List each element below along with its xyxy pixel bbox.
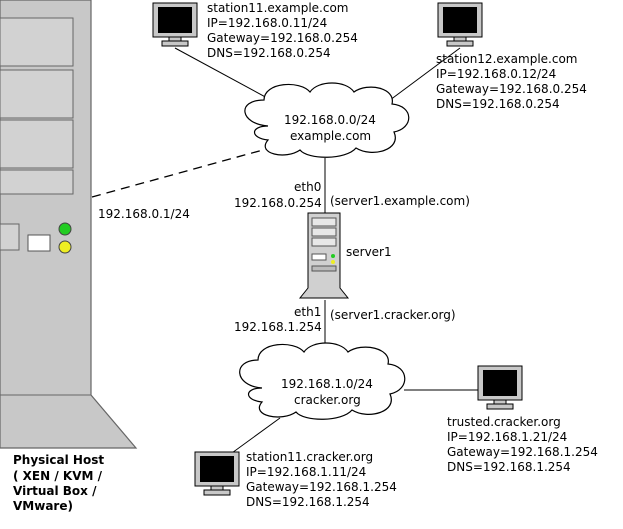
physical-host-label-line4: VMware) [13, 499, 73, 513]
station-dns: DNS=192.168.1.254 [447, 460, 571, 474]
station-gateway: Gateway=192.168.1.254 [246, 480, 397, 494]
physical-host-tower-icon [0, 0, 138, 449]
station-gateway: Gateway=192.168.1.254 [447, 445, 598, 459]
host-link-ip-label: 192.168.0.1/24 [98, 207, 190, 221]
station-hostname: station12.example.com [436, 52, 577, 66]
dmz-to-station11-cracker-link [224, 417, 281, 459]
computer-monitor-icon [152, 2, 198, 47]
server-eth0-iface: eth0 [294, 180, 321, 194]
host-to-lan-link [91, 147, 271, 198]
server-name-label: server1 [346, 245, 392, 259]
station-ip: IP=192.168.0.12/24 [436, 67, 556, 81]
computer-monitor-icon [477, 365, 523, 410]
dmz-subnet-label: 192.168.1.0/24 [281, 377, 373, 391]
server-tower-icon [298, 212, 350, 299]
computer-monitor-icon [194, 451, 240, 496]
server-eth1-hostname: (server1.cracker.org) [330, 308, 456, 322]
server-eth0-hostname: (server1.example.com) [330, 194, 470, 208]
station-ip: IP=192.168.1.11/24 [246, 465, 366, 479]
station-ip: IP=192.168.0.11/24 [207, 16, 327, 30]
network-cloud-icon [239, 342, 406, 420]
lan-domain-label: example.com [290, 129, 371, 143]
lan-subnet-label: 192.168.0.0/24 [284, 113, 376, 127]
station-ip: IP=192.168.1.21/24 [447, 430, 567, 444]
station-hostname: station11.example.com [207, 1, 348, 15]
station-hostname: station11.cracker.org [246, 450, 373, 464]
station11-example-info: station11.example.com IP=192.168.0.11/24… [207, 1, 358, 60]
dmz-domain-label: cracker.org [294, 393, 361, 407]
network-cloud-icon [244, 82, 410, 158]
physical-host-label-line3: Virtual Box / [13, 484, 97, 498]
station-gateway: Gateway=192.168.0.254 [436, 82, 587, 96]
station-hostname: trusted.cracker.org [447, 415, 561, 429]
station12-example-link [381, 47, 461, 107]
physical-host-label-line1: Physical Host [13, 453, 104, 467]
station-dns: DNS=192.168.0.254 [436, 97, 560, 111]
computer-monitor-icon [437, 2, 483, 47]
station11-cracker-info: station11.cracker.org IP=192.168.1.11/24… [246, 450, 397, 509]
physical-host-label-line2: ( XEN / KVM / [13, 469, 103, 483]
server-eth1-iface: eth1 [294, 305, 321, 319]
station-dns: DNS=192.168.1.254 [246, 495, 370, 509]
trusted-cracker-info: trusted.cracker.org IP=192.168.1.21/24 G… [447, 415, 598, 474]
station-dns: DNS=192.168.0.254 [207, 46, 331, 60]
server-eth1-ip: 192.168.1.254 [234, 320, 322, 334]
activity-led-icon [58, 240, 72, 254]
server-eth0-ip: 192.168.0.254 [234, 196, 322, 210]
station12-example-info: station12.example.com IP=192.168.0.12/24… [436, 52, 587, 111]
station-gateway: Gateway=192.168.0.254 [207, 31, 358, 45]
power-led-icon [58, 222, 72, 236]
